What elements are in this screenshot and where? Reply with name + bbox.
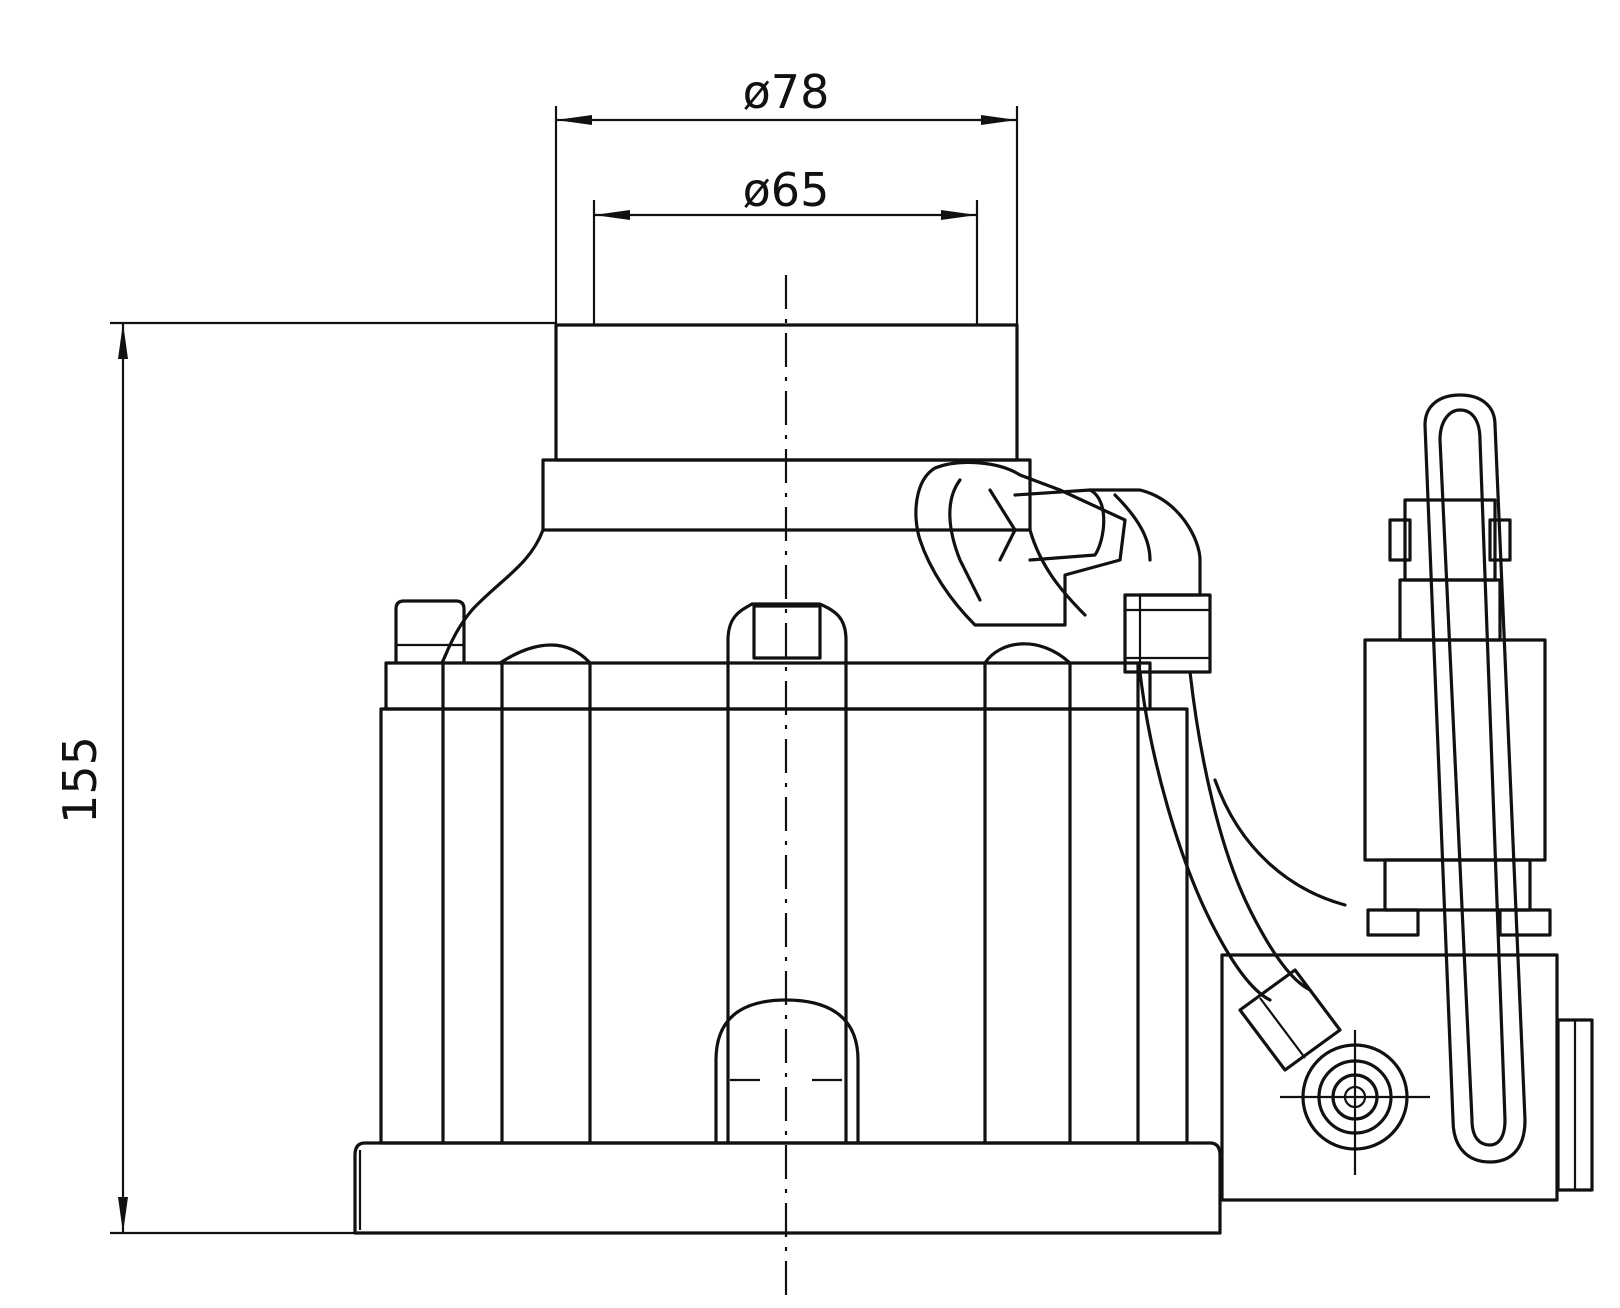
hose-coupling [1123,593,1212,674]
valve-tower [1363,498,1552,937]
cap-neck [440,458,1087,665]
lower-elbow-fitting [1238,968,1342,1072]
upper-elbow-fitting [914,460,1202,627]
valve-block [1220,953,1594,1202]
base-flange [353,1141,1222,1235]
main-housing [379,661,1189,1145]
dimension-height: 155 [53,321,556,1235]
arch-cutout [714,998,860,1145]
left-lug [394,599,466,665]
inner-diameter-label: ø65 [743,163,830,217]
height-label: 155 [53,736,107,824]
flexible-hose [1138,670,1347,1002]
outer-diameter-label: ø78 [743,65,830,119]
lever-handle [1423,393,1527,1164]
valve-knob [1280,1030,1430,1175]
center-lug [726,602,848,665]
dimension-inner-diameter: ø65 [592,163,979,325]
dimension-outer-diameter: ø78 [554,65,1019,325]
